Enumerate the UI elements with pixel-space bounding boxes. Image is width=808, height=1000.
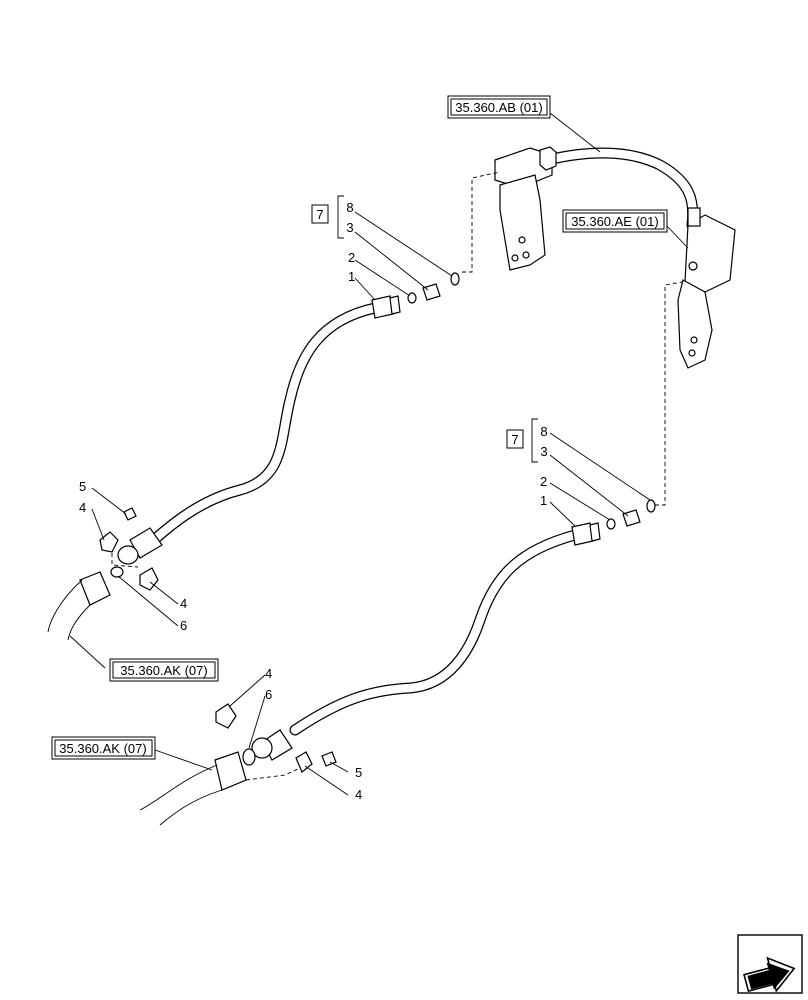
leader-lines [69, 112, 689, 796]
callout-6-lower: 6 [265, 687, 272, 702]
callout-2-lower: 2 [540, 474, 547, 489]
upper-hose-assembly [47, 272, 460, 641]
callout-2-upper: 2 [348, 250, 355, 265]
callout-4-upper-a: 4 [79, 500, 86, 515]
callout-4-upper-b: 4 [180, 596, 187, 611]
svg-text:35.360.AK (07): 35.360.AK (07) [59, 741, 146, 756]
callout-1-lower: 1 [540, 493, 547, 508]
kit-upper: 7 8 3 [311, 195, 354, 239]
kit-number: 7 [511, 432, 518, 447]
ref-box-ae01[interactable]: 35.360.AE (01) [562, 209, 668, 233]
callout-5-upper: 5 [79, 479, 86, 494]
kit-item-8: 8 [346, 200, 353, 215]
kit-item-3: 3 [346, 220, 353, 235]
ref-box-ak07-top[interactable]: 35.360.AK (07) [109, 658, 219, 682]
svg-text:35.360.AB (01): 35.360.AB (01) [455, 100, 542, 115]
lower-hose-assembly [139, 499, 656, 826]
callout-4-lower-b: 4 [355, 787, 362, 802]
kit-number: 7 [316, 207, 323, 222]
kit-item-8: 8 [540, 424, 547, 439]
callout-4-lower-a: 4 [265, 666, 272, 681]
svg-text:35.360.AK (07): 35.360.AK (07) [120, 663, 207, 678]
callout-6-upper: 6 [180, 618, 187, 633]
callout-5-lower: 5 [355, 765, 362, 780]
kit-item-3: 3 [540, 444, 547, 459]
next-page-arrow-icon[interactable] [737, 934, 803, 998]
svg-text:35.360.AE (01): 35.360.AE (01) [571, 214, 658, 229]
control-valve-assembly [677, 207, 736, 369]
ref-box-ab01[interactable]: 35.360.AB (01) [447, 95, 551, 119]
ref-box-ak07-bottom[interactable]: 35.360.AK (07) [51, 736, 156, 760]
callout-1-upper: 1 [348, 269, 355, 284]
valve-bracket-assembly [494, 146, 699, 271]
kit-lower: 7 8 3 [506, 418, 548, 463]
